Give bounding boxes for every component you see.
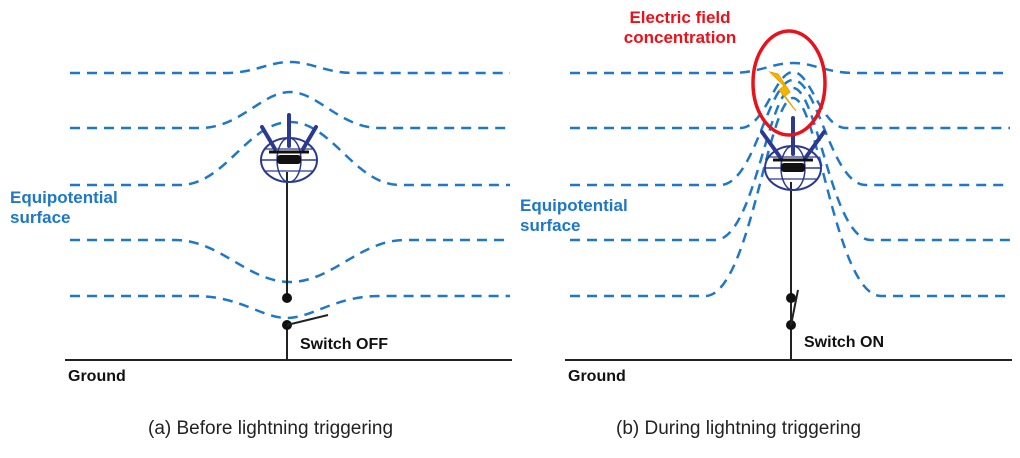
equipotential-label-line-1: Equipotential xyxy=(520,196,628,215)
equipotential-line xyxy=(70,60,510,75)
equipotential-line xyxy=(570,96,1010,298)
contact-top-b xyxy=(786,293,796,303)
equipotential-label-b: Equipotential surface xyxy=(520,196,628,235)
equipotential-line xyxy=(70,90,510,130)
switch-blade-on xyxy=(790,289,799,326)
equipotential-line xyxy=(70,238,510,284)
equipotential-line xyxy=(570,70,1010,130)
annotation-line-1: Electric field xyxy=(629,8,731,27)
caption-a: (a) Before lightning triggering xyxy=(148,418,394,439)
equipotential-lines-a xyxy=(70,60,510,320)
field-concentration-circle xyxy=(751,29,827,137)
panel-a xyxy=(65,60,512,361)
equipotential-line xyxy=(70,294,510,320)
ground-label-b: Ground xyxy=(568,368,626,385)
switch-label-on: Switch ON xyxy=(804,334,885,351)
equipotential-line xyxy=(570,86,1010,242)
contact-top-a xyxy=(282,293,292,303)
switch-blade-off xyxy=(286,314,329,326)
ground-label-a: Ground xyxy=(68,368,126,385)
equipotential-lines-b xyxy=(570,61,1010,298)
equipotential-label-a: Equipotential surface xyxy=(10,188,118,227)
annotation-line-2: concentration xyxy=(623,27,737,47)
drone-icon xyxy=(259,113,319,184)
equipotential-label-line-2: surface xyxy=(10,207,71,227)
field-concentration-label: Electric field concentration xyxy=(600,8,760,47)
caption-b: (b) During lightning triggering xyxy=(616,418,862,439)
equipotential-line xyxy=(570,61,1010,75)
switch-label-off: Switch OFF xyxy=(300,336,388,353)
panel-b xyxy=(565,29,1012,361)
equipotential-label-line-1: Equipotential xyxy=(10,188,118,207)
lightning-bolt-icon xyxy=(768,71,797,112)
equipotential-label-line-2: surface xyxy=(520,215,581,235)
